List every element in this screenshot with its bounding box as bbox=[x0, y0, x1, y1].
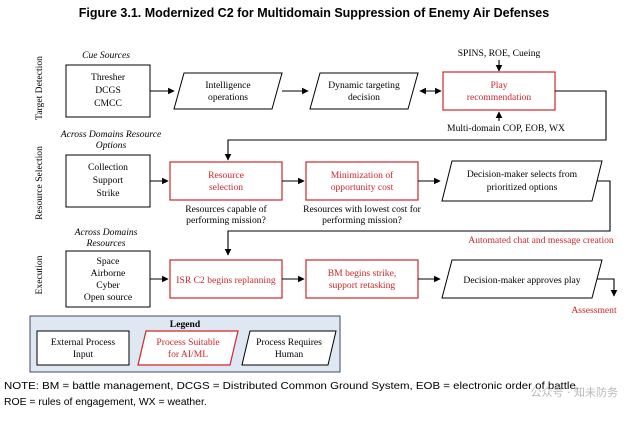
automation-label: Automated chat and message creation bbox=[468, 235, 614, 246]
arrow-to-assessment bbox=[597, 278, 618, 297]
source-thresher: Thresher bbox=[91, 72, 126, 83]
step-minimization-label-2: opportunity cost bbox=[331, 182, 394, 193]
option-strike: Strike bbox=[97, 188, 120, 199]
note-resources-capable-1: Resources capable of bbox=[185, 204, 267, 215]
step-minimization-opportunity-cost bbox=[305, 161, 419, 201]
header-across-domains-1: Across Domains bbox=[74, 227, 138, 238]
legend-external-label-1: External Process bbox=[51, 337, 115, 348]
step-intelligence-operations bbox=[173, 72, 283, 110]
legend-title: Legend bbox=[170, 319, 201, 330]
step-selection-label-1: Resource bbox=[208, 170, 244, 181]
legend-human-label-2: Human bbox=[275, 349, 303, 360]
resource-space: Space bbox=[97, 256, 120, 267]
note-lowest-cost-1: Resources with lowest cost for bbox=[303, 204, 422, 215]
legend-external-box bbox=[36, 330, 130, 366]
assessment-label: Assessment bbox=[571, 305, 617, 316]
note-line-1: NOTE: BM = battle management, DCGS = Dis… bbox=[4, 381, 579, 392]
side-label-resource-selection: Resource Selection bbox=[34, 146, 45, 220]
legend-ai-ml-label-1: Process Suitable bbox=[156, 337, 219, 348]
header-resource-options-1: Across Domains Resource bbox=[60, 129, 162, 140]
play-cop-label: Multi-domain COP, EOB, WX bbox=[447, 123, 565, 134]
legend-human-box bbox=[241, 330, 337, 366]
resource-open-source: Open source bbox=[84, 292, 132, 303]
step-dynamic-targeting bbox=[309, 72, 419, 110]
resource-cyber: Cyber bbox=[96, 280, 120, 291]
step-play-label-1: Play bbox=[490, 80, 507, 91]
connector-row1-to-row2 bbox=[224, 90, 607, 161]
play-inputs-label: SPINS, ROE, Cueing bbox=[458, 48, 541, 59]
step-decision-label-1: Decision-maker selects from bbox=[467, 169, 578, 180]
note-lowest-cost-2: performing mission? bbox=[322, 215, 402, 226]
step-targeting-label-2: decision bbox=[348, 92, 380, 103]
step-resource-selection bbox=[169, 161, 283, 201]
option-collection: Collection bbox=[88, 162, 128, 173]
step-minimization-label-1: Minimization of bbox=[331, 170, 394, 181]
watermark: 公众号 · 知未防务 bbox=[531, 385, 619, 399]
side-label-execution: Execution bbox=[34, 255, 45, 294]
resource-airborne: Airborne bbox=[91, 268, 126, 279]
row-execution: Execution Across Domains Resources Space… bbox=[34, 227, 618, 316]
step-intelligence-label-1: Intelligence bbox=[205, 80, 250, 91]
legend-external-label-2: Input bbox=[73, 349, 94, 360]
legend-human-label-1: Process Requires bbox=[256, 337, 322, 348]
header-resource-options-2: Options bbox=[96, 140, 127, 151]
step-approves-label: Decision-maker approves play bbox=[463, 275, 580, 286]
side-label-target-detection: Target Detection bbox=[34, 56, 45, 120]
legend-ai-ml-box bbox=[137, 330, 239, 366]
step-intelligence-label-2: operations bbox=[208, 92, 248, 103]
cue-sources-box bbox=[65, 64, 151, 118]
step-bm-label-1: BM begins strike, bbox=[328, 268, 397, 279]
step-play-recommendation bbox=[442, 71, 556, 111]
option-support: Support bbox=[93, 175, 124, 186]
header-cue-sources: Cue Sources bbox=[82, 50, 130, 61]
legend-ai-ml-label-2: for AI/ML bbox=[168, 349, 208, 360]
execution-resources-box bbox=[65, 250, 151, 308]
connector-row2-to-row3 bbox=[224, 180, 611, 256]
legend: Legend External Process Input Process Su… bbox=[29, 315, 341, 373]
step-decision-label-2: prioritized options bbox=[487, 182, 558, 193]
row-resource-selection: Resource Selection Across Domains Resour… bbox=[34, 129, 614, 256]
step-decision-maker-selects bbox=[441, 160, 603, 202]
step-isr-label: ISR C2 begins replanning bbox=[176, 275, 276, 286]
step-targeting-label-1: Dynamic targeting bbox=[328, 80, 400, 91]
source-cmcc: CMCC bbox=[94, 98, 122, 109]
note-resources-capable-2: performing mission? bbox=[186, 215, 266, 226]
step-bm-strike bbox=[305, 259, 419, 299]
header-across-domains-2: Resources bbox=[85, 238, 125, 249]
row-target-detection: Target Detection Cue Sources Thresher DC… bbox=[34, 48, 607, 161]
source-dcgs: DCGS bbox=[95, 85, 121, 96]
note-line-2: ROE = rules of engagement, WX = weather. bbox=[4, 397, 207, 408]
step-decision-maker-approves bbox=[441, 259, 603, 299]
step-isr-c2-replanning bbox=[169, 259, 283, 299]
figure-title: Figure 3.1. Modernized C2 for Multidomai… bbox=[79, 6, 549, 20]
step-selection-label-2: selection bbox=[209, 182, 243, 193]
step-bm-label-2: support retasking bbox=[329, 280, 396, 291]
step-play-label-2: recommendation bbox=[467, 92, 532, 103]
